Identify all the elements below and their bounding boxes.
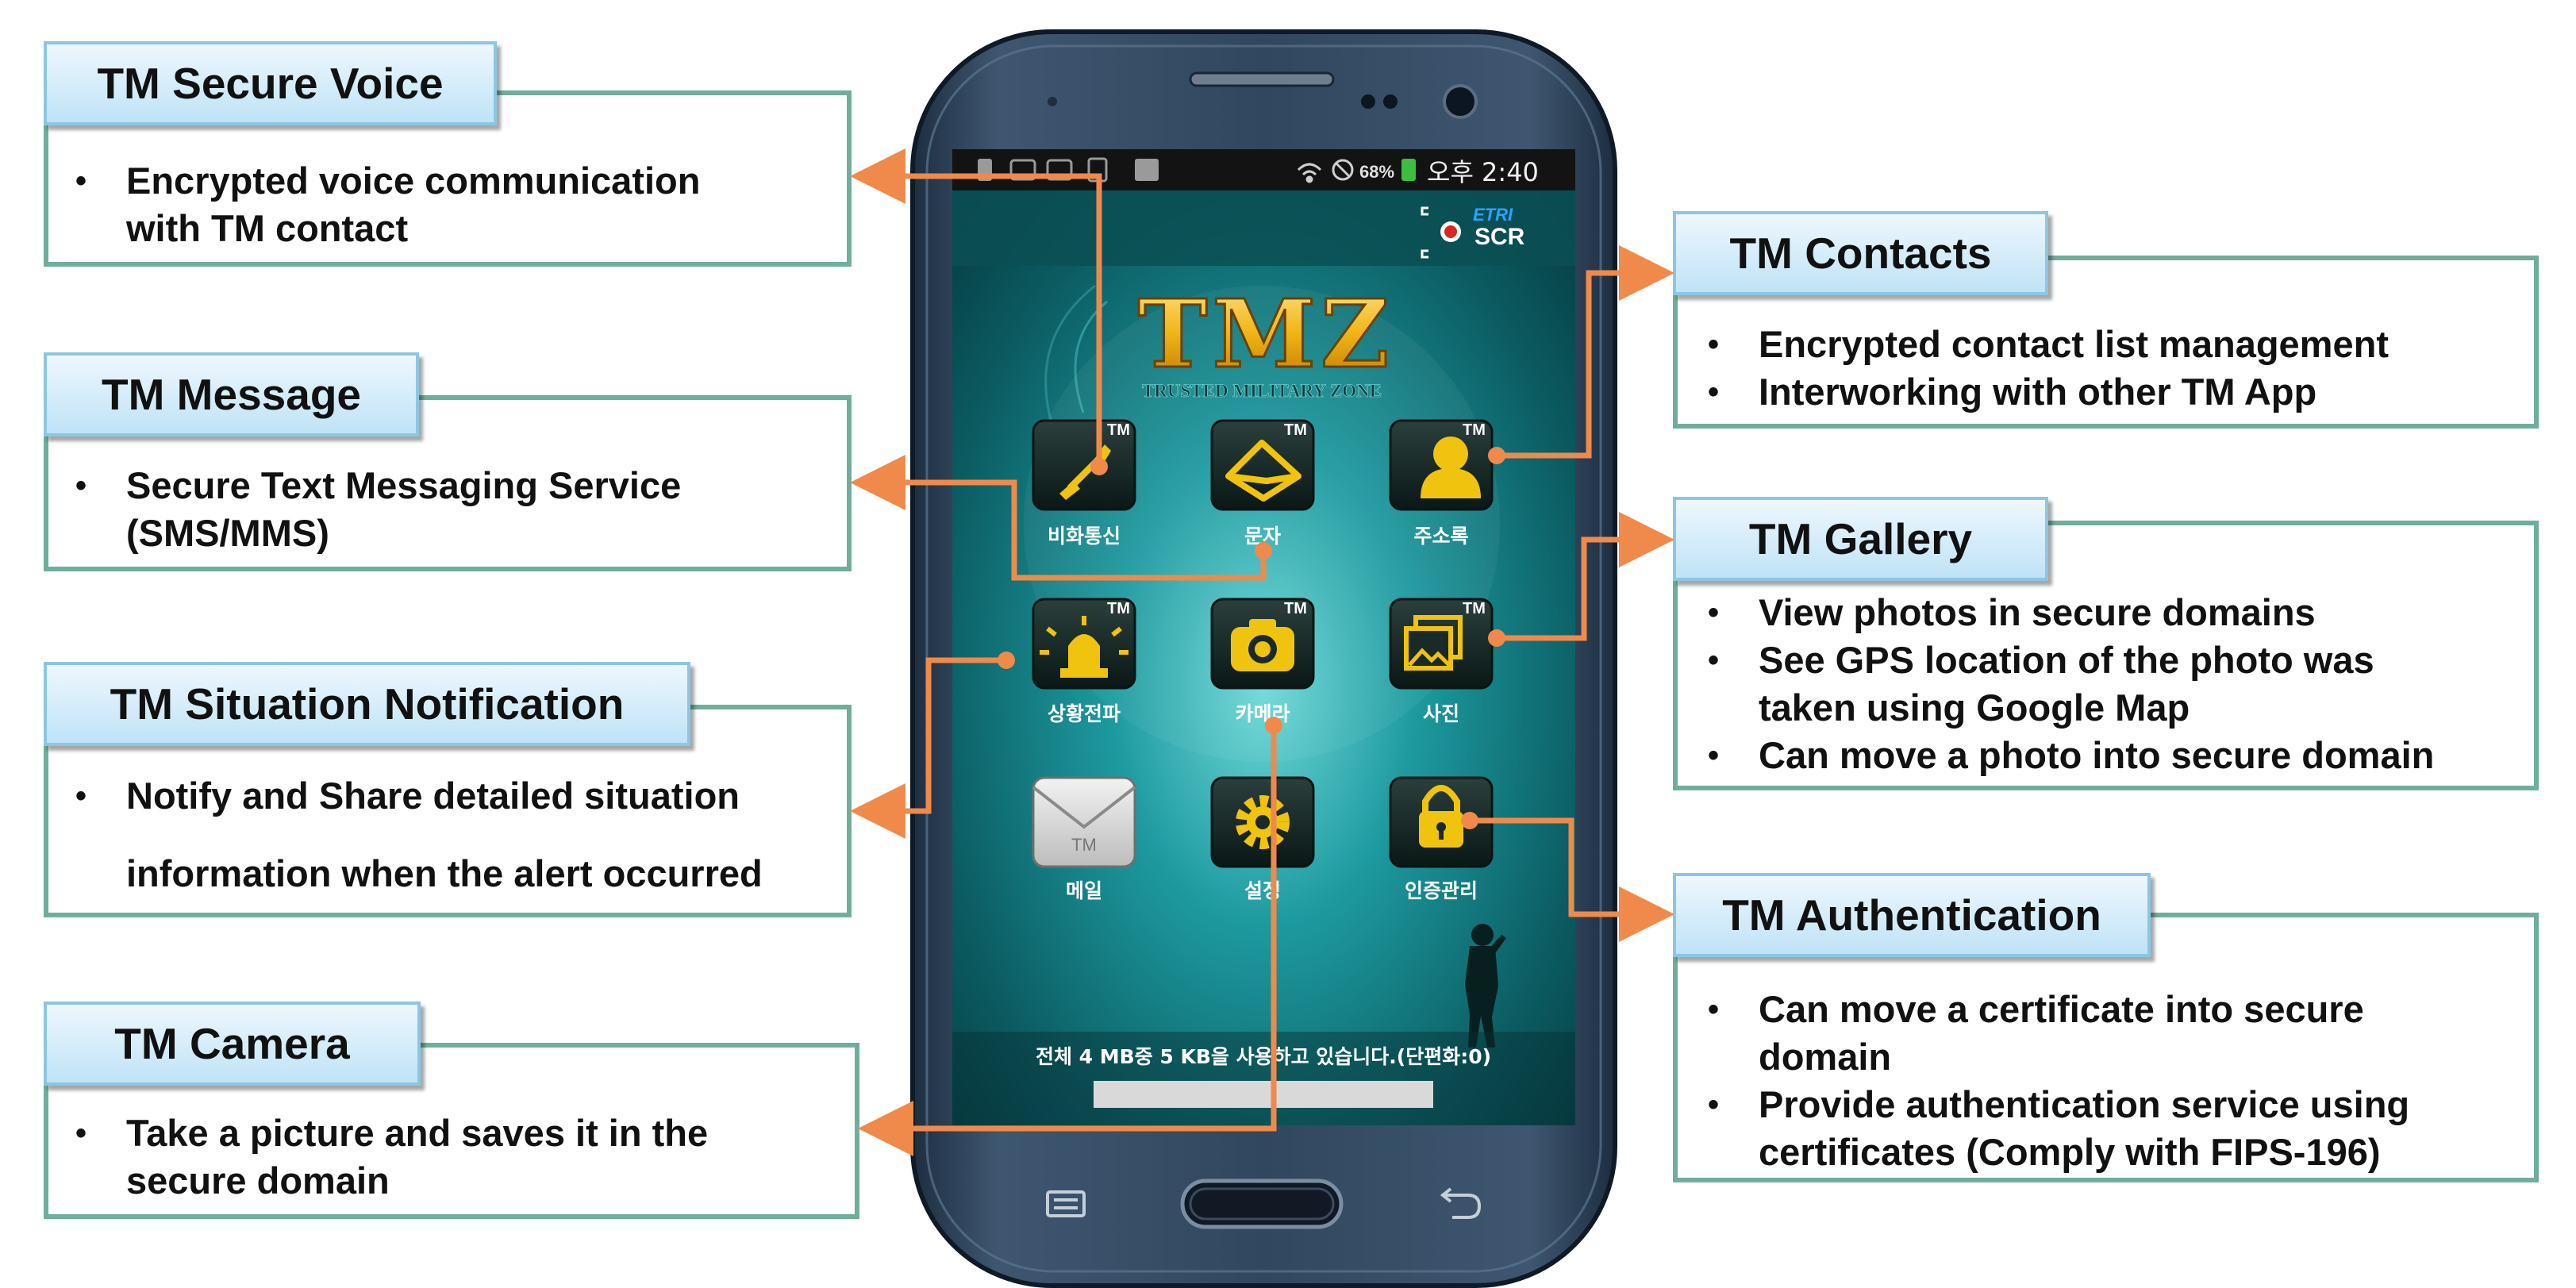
app-secure-voice[interactable]: TM 비화통신: [1032, 419, 1136, 548]
gallery-bullet-1: View photos in secure domains: [1678, 589, 2534, 636]
contacts-bullet-2: Interworking with other TM App: [1678, 368, 2534, 416]
svg-text:상황전파: 상황전파: [1048, 702, 1121, 725]
callout-gallery: View photos in secure domains See GPS lo…: [1673, 521, 2539, 790]
padlock-icon: [1419, 785, 1463, 848]
svg-text:사진: 사진: [1423, 702, 1459, 725]
home-button[interactable]: [1180, 1178, 1344, 1229]
wifi-icon: [1297, 163, 1322, 183]
app-contacts[interactable]: TM 주소록: [1389, 419, 1494, 548]
siren-icon: [1040, 616, 1128, 678]
svg-text:TM: TM: [1284, 421, 1307, 439]
svg-text:TM: TM: [1463, 600, 1486, 617]
auth-bullet-1: Can move a certificate into secure domai…: [1678, 986, 2457, 1081]
situation-bullet: Notify and Share detailed situation info…: [48, 757, 825, 913]
callout-camera: Take a picture and saves it in the secur…: [44, 1043, 859, 1219]
gallery-bullet-3: Can move a photo into secure domain: [1678, 732, 2534, 779]
svg-text:TM: TM: [1463, 421, 1486, 439]
battery-icon: [1401, 159, 1416, 181]
back-key[interactable]: [1440, 1187, 1482, 1219]
app-authentication[interactable]: 인증관리: [1389, 776, 1494, 902]
gallery-bullet-2: See GPS location of the photo was taken …: [1678, 636, 2473, 732]
svg-text:TM: TM: [1107, 421, 1130, 439]
camera-bullet: Take a picture and saves it in the secur…: [48, 1109, 777, 1205]
app-camera[interactable]: TM 카메라: [1210, 598, 1315, 725]
message-bullet: Secure Text Messaging Service (SMS/MMS): [48, 462, 729, 557]
soldier-silhouette: [1465, 924, 1506, 1048]
message-title: TM Message: [44, 352, 419, 436]
situation-title: TM Situation Notification: [44, 662, 690, 746]
svg-text:TM: TM: [1107, 600, 1130, 617]
storage-progress-bar: [1094, 1081, 1433, 1108]
svg-text:인증관리: 인증관리: [1405, 879, 1478, 902]
svg-text:ETRI: ETRI: [1473, 205, 1513, 225]
app-gallery[interactable]: TM 사진: [1389, 598, 1494, 725]
voice-title: TM Secure Voice: [44, 41, 497, 125]
voice-bullet: Encrypted voice communication with TM co…: [48, 157, 761, 252]
camera-icon: [1231, 619, 1294, 671]
svg-text:TM: TM: [1284, 600, 1307, 617]
camera-title: TM Camera: [44, 1002, 421, 1086]
contacts-bullet-1: Encrypted contact list management: [1678, 321, 2534, 368]
svg-text:카메라: 카메라: [1235, 702, 1290, 725]
earpiece: [1189, 71, 1335, 87]
tmz-logo-subtitle: TRUSTED MILITARY ZONE: [1142, 381, 1382, 401]
svg-text:주소록: 주소록: [1413, 525, 1468, 548]
svg-text:TM: TM: [1071, 835, 1097, 855]
contacts-title: TM Contacts: [1673, 211, 2048, 295]
svg-text:문자: 문자: [1244, 525, 1281, 548]
svg-text:SCR: SCR: [1474, 224, 1525, 250]
authentication-title: TM Authentication: [1673, 873, 2151, 957]
mute-icon: [1332, 159, 1354, 181]
scr-badge: ETRI SCR: [1421, 205, 1525, 259]
svg-text:메일: 메일: [1066, 879, 1102, 902]
menu-key[interactable]: [1046, 1190, 1086, 1217]
contact-person-icon: [1421, 436, 1481, 498]
auth-bullet-2: Provide authentication service using cer…: [1678, 1081, 2520, 1176]
app-situation[interactable]: TM 상황전파: [1032, 598, 1136, 725]
front-camera: [1443, 84, 1478, 119]
battery-percent: 68%: [1359, 162, 1394, 182]
svg-text:설정: 설정: [1244, 879, 1281, 902]
gallery-icon: [1404, 615, 1463, 671]
status-time: 오후 2:40: [1427, 157, 1539, 187]
gallery-title: TM Gallery: [1673, 497, 2048, 581]
svg-text:비화통신: 비화통신: [1048, 525, 1121, 548]
storage-status: 전체 4 MB중 5 KB을 사용하고 있습니다.(단편화:0): [1036, 1045, 1491, 1068]
tmz-logo: TMZ: [1138, 279, 1394, 389]
